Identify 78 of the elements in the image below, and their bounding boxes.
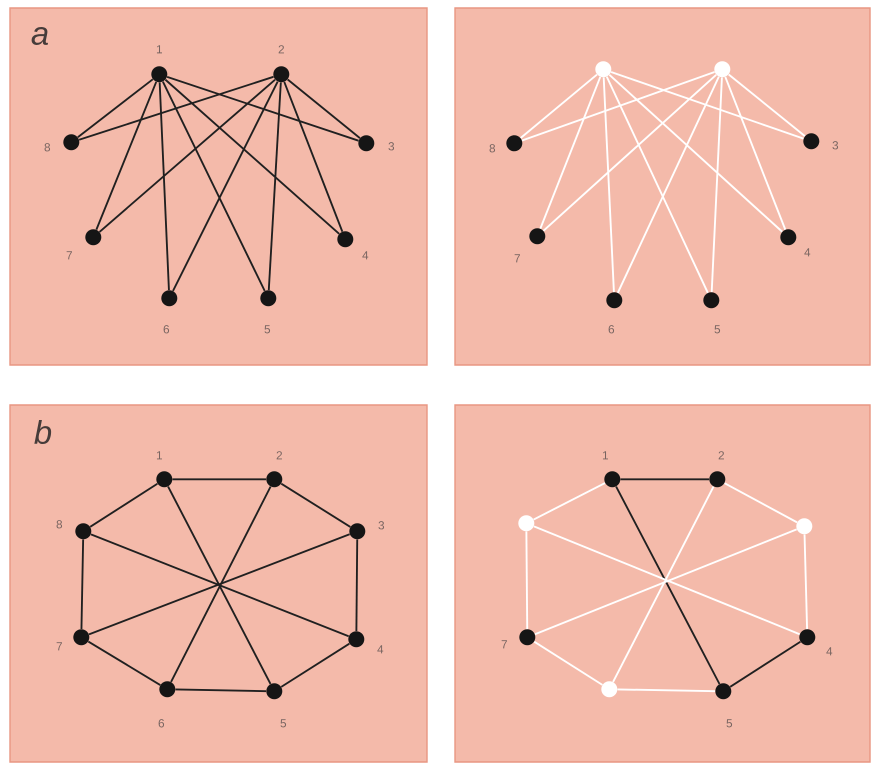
vertex-dot: [796, 518, 812, 534]
edge-line: [355, 540, 358, 632]
vertex-number: 8: [44, 143, 50, 152]
vertex-number: 7: [502, 640, 507, 648]
edge-line: [730, 640, 801, 688]
panel-letter: b: [34, 420, 52, 444]
vertex-dot: [595, 61, 612, 78]
vertex-number: 2: [276, 451, 282, 460]
vertex-number: 5: [714, 325, 720, 334]
edge-line: [608, 74, 783, 232]
edge-line: [710, 77, 723, 292]
edge-line: [172, 81, 278, 292]
panel: [454, 7, 871, 366]
edge-line: [283, 82, 344, 232]
edge-line: [90, 482, 158, 528]
edge-line: [616, 76, 720, 294]
edge-line: [96, 82, 158, 230]
edge-line: [606, 76, 709, 294]
vertex-number: 7: [66, 251, 72, 260]
edge-line: [724, 76, 786, 230]
vertex-number: 4: [362, 251, 368, 260]
edge-line: [724, 482, 798, 524]
vertex-number: 6: [608, 325, 614, 334]
edge-line: [280, 642, 350, 688]
panel: [9, 404, 428, 763]
panel: [9, 7, 428, 366]
edge-line: [158, 82, 170, 290]
vertex-number: 3: [378, 521, 384, 530]
edge-line: [534, 640, 603, 686]
edge-line: [78, 76, 274, 141]
edge-line: [522, 71, 715, 142]
vertex-number: 8: [490, 144, 496, 152]
vertex-number: 5: [264, 325, 270, 334]
vertex-number: 5: [280, 719, 286, 728]
edge-line: [280, 482, 351, 528]
edge-line: [268, 82, 282, 290]
edge-line: [728, 74, 806, 137]
edge-line: [602, 77, 615, 292]
vertex-number: 4: [377, 645, 384, 654]
vertex-number: 6: [164, 325, 170, 334]
vertex-number: 3: [388, 142, 394, 150]
vertex-dot: [714, 61, 730, 78]
panel-letter: a: [32, 27, 48, 45]
vertex-number: 5: [726, 719, 732, 728]
edge-line: [542, 74, 717, 232]
edge-line: [287, 78, 360, 139]
edge-line: [166, 76, 359, 142]
vertex-number: 8: [56, 520, 62, 528]
edge-line: [620, 478, 710, 480]
edge-line: [98, 78, 276, 233]
edge-line: [610, 71, 804, 140]
edge-line: [525, 532, 528, 630]
edge-line: [88, 640, 161, 686]
vertex-number: 2: [278, 45, 284, 54]
edge-line: [172, 478, 266, 480]
edge-line: [539, 76, 602, 229]
vertex-number: 4: [826, 647, 832, 656]
vertex-number: 1: [602, 451, 608, 460]
edge-line: [533, 482, 606, 520]
edge-line: [162, 81, 266, 292]
vertex-number: 2: [718, 451, 724, 460]
vertex-number: 7: [56, 642, 62, 650]
edge-line: [804, 534, 808, 630]
vertex-number: 7: [514, 254, 520, 262]
edge-line: [80, 540, 84, 630]
vertex-number: 3: [832, 141, 838, 150]
edge-line: [520, 74, 598, 139]
vertex-number: 1: [156, 451, 162, 460]
edge-line: [618, 688, 716, 692]
edge-line: [77, 78, 154, 138]
vertex-number: 4: [804, 248, 810, 256]
vertex-number: 6: [158, 719, 164, 728]
vertex-number: 1: [156, 45, 162, 54]
panel: [454, 404, 871, 763]
edge-line: [176, 688, 266, 692]
vertex-dot: [601, 681, 618, 698]
vertex-dot: [518, 515, 534, 532]
edge-line: [164, 79, 340, 235]
